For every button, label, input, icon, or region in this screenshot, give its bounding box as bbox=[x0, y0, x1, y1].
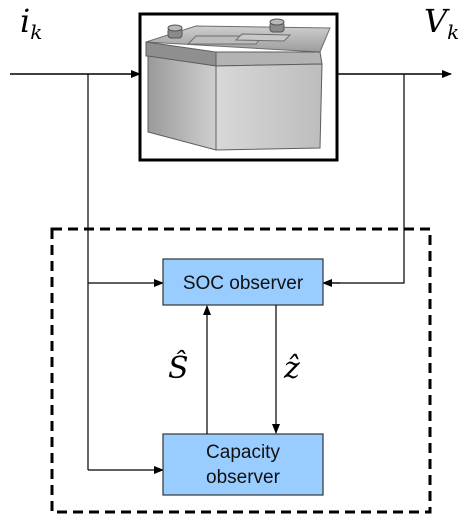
input-current-label: ik bbox=[20, 2, 42, 44]
capacity-observer-label-line1: Capacity bbox=[206, 442, 280, 463]
capacity-estimate-label: Ŝ bbox=[168, 350, 189, 386]
output-voltage-label: Vk bbox=[424, 2, 459, 44]
soc-estimate-label: ẑ bbox=[283, 351, 300, 386]
observer-enclosure bbox=[50, 227, 432, 514]
battery-block bbox=[138, 12, 339, 162]
soc-observer-label: SOC observer bbox=[183, 273, 304, 294]
capacity-observer-block: Capacity observer bbox=[162, 433, 324, 496]
capacity-observer-label-line2: observer bbox=[206, 467, 281, 488]
output-tap-line bbox=[332, 74, 405, 284]
soc-observer-block: SOC observer bbox=[162, 258, 324, 306]
battery-icon bbox=[145, 18, 331, 151]
